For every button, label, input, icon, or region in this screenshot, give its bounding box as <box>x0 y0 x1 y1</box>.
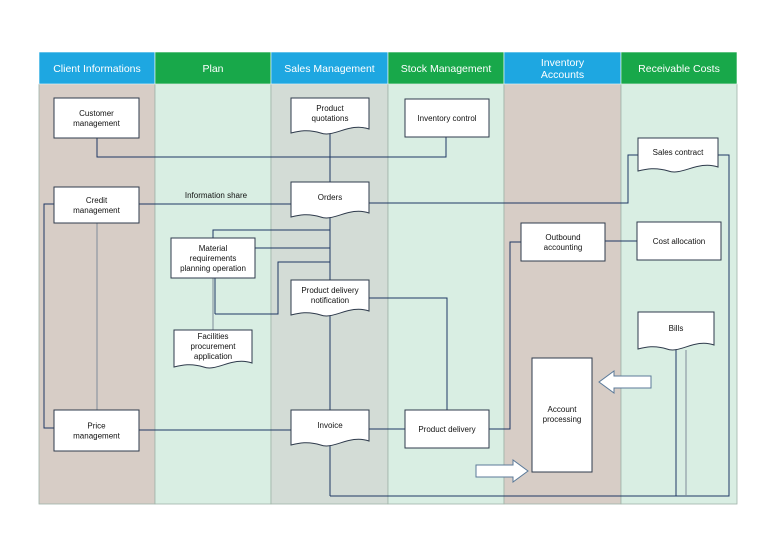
node-label: Invoice <box>317 421 343 430</box>
lane-title-stock: Stock Management <box>401 63 492 75</box>
process-box <box>53 409 140 452</box>
lane-title-plan: Plan <box>202 63 223 75</box>
document-shape <box>290 279 370 317</box>
node-orders[interactable]: Orders <box>290 181 370 219</box>
connector-labels: Information share <box>185 191 248 200</box>
block-arrow-left-icon <box>598 370 652 394</box>
lane-title-inventory: Inventory <box>541 57 585 69</box>
connector-credit-loop-to-price <box>43 203 54 429</box>
document-shape <box>290 97 370 135</box>
process-box <box>53 97 140 139</box>
node-label: Product <box>316 104 344 113</box>
connector-orders-to-material-requirements <box>212 229 330 238</box>
node-label: application <box>194 352 232 361</box>
lane-header-plan <box>154 51 272 85</box>
connector-label-information-share: Information share <box>185 191 248 200</box>
node-inventory-control[interactable]: Inventory control <box>404 98 490 138</box>
lane-header-inventory <box>503 51 622 85</box>
process-box <box>170 237 256 279</box>
lane-header-sales <box>270 51 389 85</box>
node-label: Facilities <box>197 332 228 341</box>
document-shape <box>290 409 370 447</box>
node-bills[interactable]: Bills <box>637 311 715 351</box>
node-label: procurement <box>191 342 237 351</box>
lane-title-sales: Sales Management <box>284 63 375 75</box>
node-label: processing <box>543 415 582 424</box>
node-label: Material <box>199 244 228 253</box>
lane-header-client <box>38 51 156 85</box>
node-invoice[interactable]: Invoice <box>290 409 370 447</box>
node-label: notification <box>311 296 349 305</box>
node-label: requirements <box>190 254 237 263</box>
lane-title-inventory: Accounts <box>541 69 584 81</box>
process-box <box>53 186 140 224</box>
lane-header-receivable <box>620 51 738 85</box>
node-sales-contract[interactable]: Sales contract <box>637 137 719 173</box>
node-label: Inventory control <box>417 114 476 123</box>
node-label: management <box>73 206 120 215</box>
connector-customer-to-inventory-control <box>96 137 447 158</box>
node-label: Bills <box>669 324 684 333</box>
node-label: Orders <box>318 193 342 202</box>
node-label: Price <box>87 422 106 431</box>
document-shape <box>637 311 715 351</box>
node-label: Product delivery <box>418 425 475 434</box>
block-arrow-right-icon <box>475 459 529 483</box>
process-box <box>404 409 490 449</box>
process-box <box>531 357 593 473</box>
lane-title-receivable: Receivable Costs <box>638 63 720 75</box>
connector-facilities-to-delivery-notification <box>215 261 330 315</box>
connector-sales-contract-return <box>330 154 730 497</box>
node-label: management <box>73 432 120 441</box>
node-label: Product delivery <box>301 286 358 295</box>
connectors <box>43 134 730 497</box>
node-label: Account <box>548 405 578 414</box>
node-label: management <box>73 119 120 128</box>
document-shape <box>290 181 370 219</box>
lane-header-stock <box>387 51 505 85</box>
process-box <box>636 221 722 261</box>
node-label: planning operation <box>180 264 246 273</box>
node-label: Outbound <box>545 233 580 242</box>
connector-orders-to-sales-contract <box>369 154 638 204</box>
process-box <box>520 222 606 262</box>
connector-product-delivery-to-outbound <box>489 241 521 430</box>
lane-title-client: Client Informations <box>53 63 141 75</box>
process-nodes: CustomermanagementCreditmanagementPricem… <box>53 97 722 473</box>
node-label: accounting <box>544 243 583 252</box>
node-label: Cost allocation <box>653 237 705 246</box>
node-label: quotations <box>312 114 349 123</box>
node-cost-allocation[interactable]: Cost allocation <box>636 221 722 261</box>
node-product-delivery[interactable]: Product delivery <box>404 409 490 449</box>
node-label: Sales contract <box>653 148 704 157</box>
connector-notification-to-product-delivery <box>369 297 448 410</box>
node-label: Customer <box>79 109 114 118</box>
document-shape <box>637 137 719 173</box>
process-box <box>404 98 490 138</box>
document-shape <box>173 329 253 369</box>
node-label: Credit <box>86 196 108 205</box>
